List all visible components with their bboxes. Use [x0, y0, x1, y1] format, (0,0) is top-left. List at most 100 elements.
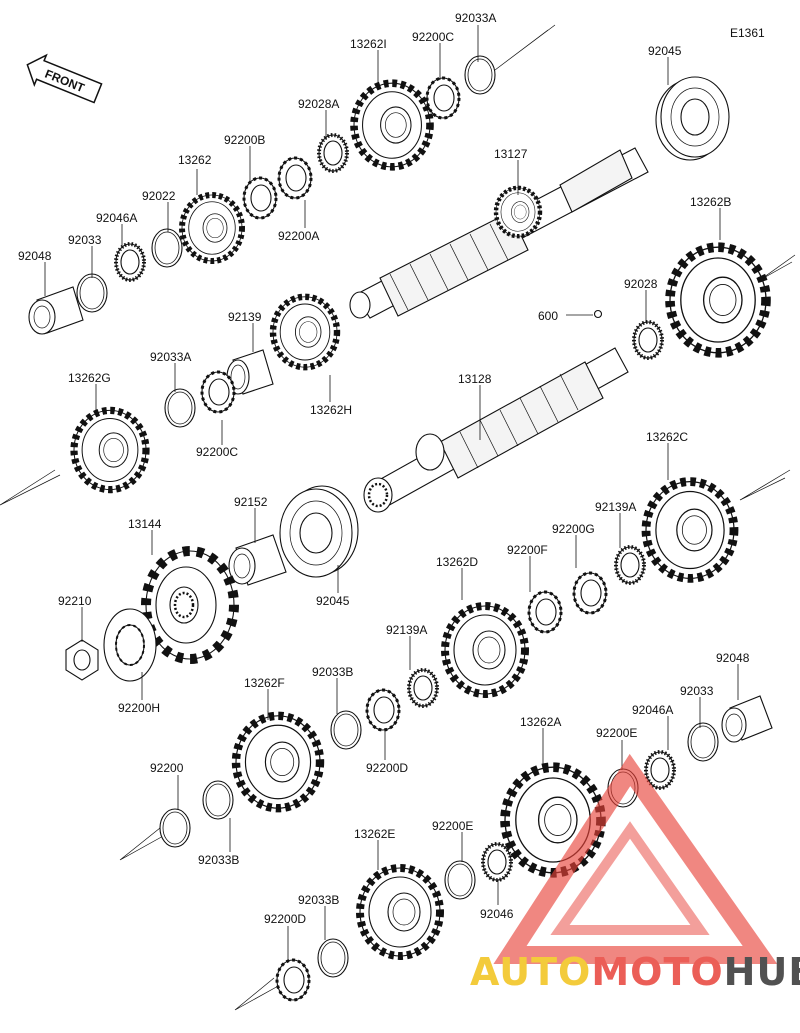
- label-92200H: 92200H: [118, 701, 160, 715]
- part-92033B-circlip-top: [330, 710, 362, 750]
- part-92200G-washer: [572, 571, 608, 615]
- part-92200H-lock-washer: [103, 608, 157, 682]
- label-13144: 13144: [128, 517, 162, 531]
- automotohub-watermark: AUTOMOTOHUB: [470, 753, 800, 994]
- part-92028-needle-bearing: [632, 320, 664, 360]
- label-13262C: 13262C: [646, 430, 688, 444]
- part-92139A-needle-bearing-right: [614, 545, 646, 585]
- label-13128: 13128: [458, 372, 492, 386]
- label-92152: 92152: [234, 495, 268, 509]
- part-92200-washer: [159, 808, 191, 848]
- label-92200F: 92200F: [507, 543, 548, 557]
- front-arrow-icon: FRONT: [26, 53, 103, 104]
- part-92033-circlip: [76, 273, 108, 313]
- label-92200C-top: 92200C: [412, 30, 454, 44]
- label-92139A-right: 92139A: [595, 500, 636, 514]
- label-13262I: 13262I: [350, 37, 387, 51]
- label-13127: 13127: [494, 147, 528, 161]
- label-13262F: 13262F: [244, 676, 285, 690]
- label-92200G: 92200G: [552, 522, 595, 536]
- part-92033B-circlip-bot: [202, 780, 234, 820]
- label-92200E-right: 92200E: [596, 726, 637, 740]
- label-92045-mid: 92045: [316, 594, 350, 608]
- part-92045-ball-bearing-mid: [279, 485, 359, 578]
- part-92048-collar-right: [721, 695, 773, 743]
- label-92139A-mid: 92139A: [386, 623, 427, 637]
- part-13262D-gear: [445, 606, 525, 694]
- label-92046: 92046: [480, 907, 514, 921]
- watermark-auto: AUTO: [470, 950, 591, 994]
- label-92033B-bot: 92033B: [198, 853, 239, 867]
- part-600-ball: [593, 309, 603, 319]
- label-92200D-low: 92200D: [264, 912, 306, 926]
- label-92200B: 92200B: [224, 133, 265, 147]
- part-13262H-gear: [273, 297, 337, 367]
- part-92152-collar: [228, 534, 287, 586]
- part-13262G-gear: [74, 410, 146, 489]
- label-13262A: 13262A: [520, 715, 561, 729]
- label-92200C-mid: 92200C: [196, 445, 238, 459]
- label-92028A: 92028A: [298, 97, 339, 111]
- part-13262-gear: [182, 195, 242, 261]
- part-92033A-circlip-mid: [164, 388, 196, 428]
- part-92046A-needle-bearing-right: [644, 750, 676, 790]
- label-92200E-low: 92200E: [432, 819, 473, 833]
- label-92033B-top: 92033B: [312, 665, 353, 679]
- part-13128-shaft: [363, 347, 629, 513]
- label-92033-left: 92033: [68, 233, 102, 247]
- part-13144-sprocket: [141, 546, 239, 664]
- label-92046A-top: 92046A: [96, 211, 137, 225]
- label-13262: 13262: [178, 153, 212, 167]
- label-92210: 92210: [58, 594, 92, 608]
- part-92048-collar: [28, 286, 84, 335]
- part-92028A-needle-bearing: [317, 133, 349, 173]
- part-13262B-gear: [670, 247, 766, 353]
- label-92028: 92028: [624, 277, 658, 291]
- part-92139A-needle-bearing-mid: [407, 668, 439, 708]
- label-92045-top: 92045: [648, 44, 682, 58]
- watermark-hub: HUB: [724, 950, 800, 994]
- label-13262D: 13262D: [436, 555, 478, 569]
- label-92200A: 92200A: [278, 229, 319, 243]
- label-92033A-top: 92033A: [455, 11, 496, 25]
- part-92200D-washer-low: [275, 958, 311, 1002]
- label-92033A-mid: 92033A: [150, 350, 191, 364]
- label-13262H: 13262H: [310, 403, 352, 417]
- label-92200D-mid: 92200D: [366, 761, 408, 775]
- part-13262A-gear: [505, 767, 601, 873]
- label-13262G: 13262G: [68, 371, 111, 385]
- part-13127-shaft: [349, 147, 649, 319]
- label-13262B: 13262B: [690, 195, 731, 209]
- part-92046-needle-bearing: [481, 842, 513, 882]
- leader-lines: [44, 25, 739, 960]
- part-92022-washer: [151, 228, 183, 268]
- watermark-logo-icon: [493, 753, 778, 964]
- label-92033-right: 92033: [680, 684, 714, 698]
- part-92200B-washer: [242, 176, 278, 220]
- part-92210-nut: [65, 639, 99, 681]
- label-92048-left: 92048: [18, 249, 52, 263]
- label-92033B-low: 92033B: [298, 893, 339, 907]
- part-92200A-washer: [277, 156, 313, 200]
- part-92045-ball-bearing-top: [655, 76, 730, 161]
- part-92033A-circlip-top: [464, 55, 496, 95]
- watermark-moto: MOTO: [591, 950, 723, 994]
- part-92046A-needle-bearing: [114, 242, 146, 282]
- part-92200E-washer-low: [444, 860, 476, 900]
- diagram-code: E1361: [730, 26, 765, 40]
- watermark-text: AUTOMOTOHUB: [470, 950, 800, 994]
- part-13262F-gear: [236, 716, 320, 808]
- label-13262E: 13262E: [354, 827, 395, 841]
- part-92033-circlip-right: [687, 722, 719, 762]
- part-92200C-washer-top: [425, 76, 461, 120]
- label-92139: 92139: [228, 310, 262, 324]
- part-13262C-gear: [646, 482, 734, 579]
- part-labels: 92033A 13262I 92200C 92045 92028A 92200B…: [18, 11, 750, 926]
- part-13262I-gear: [354, 83, 430, 167]
- label-92022: 92022: [142, 189, 176, 203]
- label-600: 600: [538, 309, 558, 323]
- label-92048-right: 92048: [716, 651, 750, 665]
- part-92200C-washer-mid: [200, 370, 236, 414]
- part-92200D-washer-mid: [365, 688, 401, 732]
